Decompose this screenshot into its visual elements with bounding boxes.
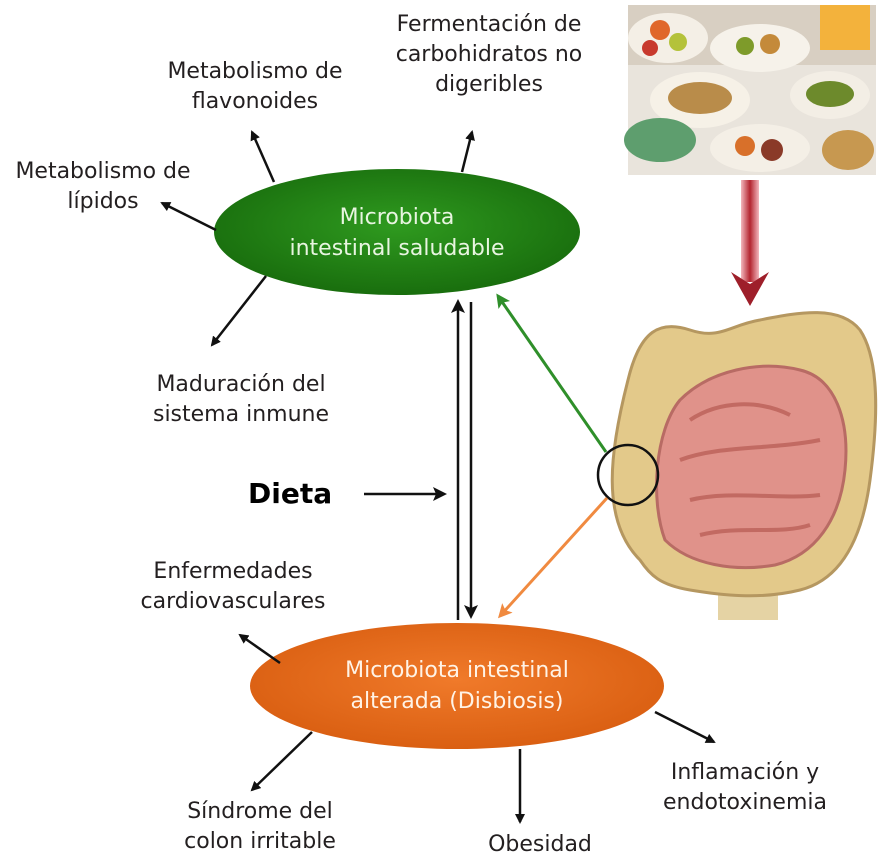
ibs-line-1: Síndrome del [155, 797, 365, 827]
cardio-line-2: cardiovasculares [118, 587, 348, 617]
arrow-to-cardio [240, 635, 280, 663]
food-photo-icon [624, 5, 876, 175]
dysbiosis-line-2: alterada (Disbiosis) [290, 686, 624, 717]
lipids-line-2: lípidos [0, 187, 206, 217]
lipids-label: Metabolismo de lípidos [0, 157, 206, 217]
obesity-line-1: Obesidad [470, 830, 610, 860]
lipids-line-1: Metabolismo de [0, 157, 206, 187]
gut-to-healthy-arrow [498, 296, 606, 452]
immune-line-2: sistema inmune [136, 400, 346, 430]
immune-label: Maduración del sistema inmune [136, 370, 346, 430]
gut-to-dysbiosis-arrow [500, 498, 607, 616]
inflammation-label: Inflamación y endotoxinemia [640, 758, 850, 818]
diet-label: Dieta [248, 477, 332, 510]
fermentation-line-2: carbohidratos no [372, 40, 606, 70]
ibs-label: Síndrome del colon irritable [155, 797, 365, 857]
flavonoids-label: Metabolismo de flavonoides [140, 57, 370, 117]
flavonoids-line-1: Metabolismo de [140, 57, 370, 87]
arrow-to-flavonoids [252, 132, 274, 182]
food-to-gut-arrow [731, 180, 769, 306]
fermentation-label: Fermentación de carbohidratos no digerib… [372, 10, 606, 100]
inflammation-line-2: endotoxinemia [640, 788, 850, 818]
healthy-line-1: Microbiota [250, 202, 544, 233]
fermentation-line-3: digeribles [372, 70, 606, 100]
dysbiosis-line-1: Microbiota intestinal [290, 655, 624, 686]
cardio-line-1: Enfermedades [118, 557, 348, 587]
intestine-icon [598, 313, 876, 620]
dysbiosis-label: Microbiota intestinal alterada (Disbiosi… [290, 655, 624, 717]
arrow-to-immune [212, 276, 266, 345]
flavonoids-line-2: flavonoides [140, 87, 370, 117]
healthy-microbiota-label: Microbiota intestinal saludable [250, 202, 544, 264]
inflammation-line-1: Inflamación y [640, 758, 850, 788]
cardio-label: Enfermedades cardiovasculares [118, 557, 348, 617]
healthy-line-2: intestinal saludable [250, 233, 544, 264]
ibs-line-2: colon irritable [155, 827, 365, 857]
fermentation-line-1: Fermentación de [372, 10, 606, 40]
immune-line-1: Maduración del [136, 370, 346, 400]
arrow-to-inflammation [655, 712, 714, 742]
arrow-to-fermentation [462, 132, 472, 172]
obesity-label: Obesidad [470, 830, 610, 860]
arrow-to-ibs [252, 732, 312, 790]
